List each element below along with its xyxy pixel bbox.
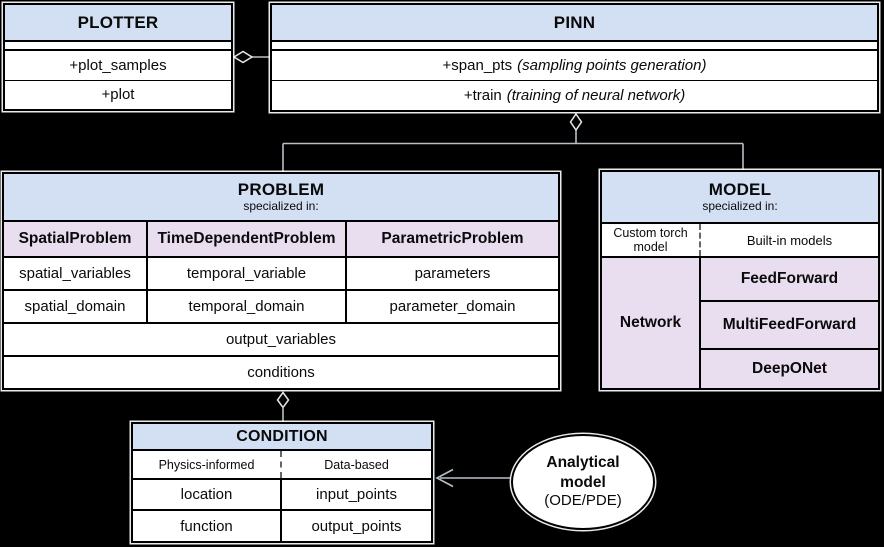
builtin-models-column: FeedForward MultiFeedForward DeepONet [701, 258, 878, 388]
problem-subclass-row: SpatialProblem TimeDependentProblem Para… [4, 222, 558, 258]
model-network-section: Network FeedForward MultiFeedForward Dee… [602, 258, 878, 388]
analytical-model-title: Analytical model [546, 454, 620, 491]
model-class-box: MODEL specialized in: Custom torch model… [600, 170, 880, 390]
pinn-header: PINN [272, 5, 877, 42]
aggregation-diamond-icon [276, 391, 290, 409]
model-title: MODEL [708, 180, 772, 200]
pinn-method-train: +train (training of neural network) [272, 81, 877, 110]
problem-attr-row: spatial_variables temporal_variable para… [4, 258, 558, 291]
attr-temporal-domain: temporal_domain [148, 291, 347, 322]
condition-header: CONDITION [133, 424, 431, 451]
analytical-model-subtitle: (ODE/PDE) [544, 492, 622, 509]
label-custom-torch-model: Custom torch model [602, 224, 701, 256]
cell-multifeedforward: MultiFeedForward [701, 302, 878, 350]
attr-parameters: parameters [347, 258, 558, 289]
condition-split-row: Physics-informed Data-based [133, 451, 431, 480]
attr-parameter-domain: parameter_domain [347, 291, 558, 322]
subclass-spatial-problem: SpatialProblem [4, 222, 148, 256]
method-name: +train [463, 87, 502, 104]
plotter-method-plot: +plot [5, 80, 231, 109]
attr-spatial-variables: spatial_variables [4, 258, 148, 289]
condition-title: CONDITION [236, 427, 328, 445]
problem-header: PROBLEM specialized in: [4, 174, 558, 222]
cell-feedforward: FeedForward [701, 258, 878, 302]
label-built-in-models: Built-in models [701, 224, 878, 256]
aggregation-diamond-icon [569, 112, 583, 132]
pinn-class-box: PINN +span_pts (sampling points generati… [270, 3, 879, 112]
method-note: (training of neural network) [506, 87, 686, 104]
subclass-time-dependent-problem: TimeDependentProblem [148, 222, 347, 256]
plotter-method-plot-samples: +plot_samples [5, 51, 231, 81]
model-header: MODEL specialized in: [602, 172, 878, 224]
attr-function: function [133, 511, 282, 541]
plotter-empty-compartment [5, 42, 231, 51]
condition-attr-row: function output_points [133, 511, 431, 541]
subclass-parametric-problem: ParametricProblem [347, 222, 558, 256]
attr-spatial-domain: spatial_domain [4, 291, 148, 322]
condition-attr-row: location input_points [133, 480, 431, 511]
aggregation-diamond-icon [232, 50, 254, 64]
condition-class-box: CONDITION Physics-informed Data-based lo… [131, 422, 433, 543]
model-subtitle: specialized in: [702, 199, 778, 214]
label-data-based: Data-based [282, 451, 431, 478]
attr-output-variables: output_variables [4, 324, 558, 357]
model-split-row: Custom torch model Built-in models [602, 224, 878, 258]
plotter-title: PLOTTER [77, 12, 159, 32]
problem-attr-row: spatial_domain temporal_domain parameter… [4, 291, 558, 324]
analytical-model-ellipse: Analytical model (ODE/PDE) [511, 434, 655, 530]
pinn-title: PINN [553, 12, 596, 32]
attr-location: location [133, 480, 282, 509]
plotter-header: PLOTTER [5, 5, 231, 42]
attr-temporal-variable: temporal_variable [148, 258, 347, 289]
cell-network: Network [602, 258, 701, 388]
pinn-empty-compartment [272, 42, 877, 51]
arrowhead-icon [435, 468, 454, 488]
label-physics-informed: Physics-informed [133, 451, 282, 478]
plotter-class-box: PLOTTER +plot_samples +plot [3, 3, 233, 111]
method-note: (sampling points generation) [517, 57, 707, 74]
problem-title: PROBLEM [237, 180, 325, 200]
pinn-method-span-pts: +span_pts (sampling points generation) [272, 51, 877, 81]
attr-conditions: conditions [4, 357, 558, 388]
cell-deeponet: DeepONet [701, 350, 878, 388]
problem-class-box: PROBLEM specialized in: SpatialProblem T… [2, 172, 560, 390]
problem-subtitle: specialized in: [243, 199, 319, 214]
attr-input-points: input_points [282, 480, 431, 509]
method-name: +span_pts [442, 57, 513, 74]
attr-output-points: output_points [282, 511, 431, 541]
